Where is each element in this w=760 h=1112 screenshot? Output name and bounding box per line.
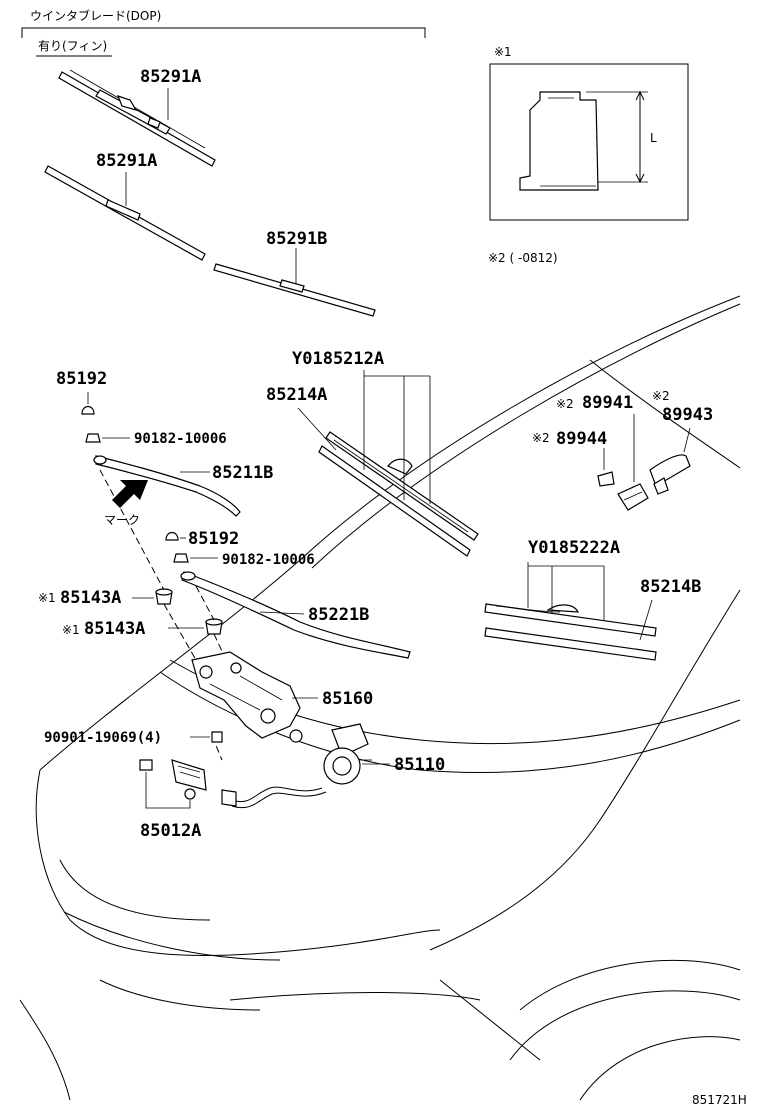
holder-89941[interactable] — [617, 483, 649, 511]
part-label-85214b: 85214B — [640, 577, 701, 597]
wiper-motor-85110[interactable] — [323, 723, 372, 785]
note1-mark: ※1 — [494, 45, 512, 59]
note-mark-85143a-2: ※1 — [62, 623, 80, 637]
wiper-blade-y0185212a[interactable] — [318, 431, 479, 557]
wire-harness — [221, 786, 327, 808]
vehicle-body-outline — [19, 295, 741, 1101]
clip-89944[interactable] — [597, 471, 615, 487]
wiper-arm-85221b[interactable] — [180, 571, 411, 659]
part-label-85291b: 85291B — [266, 229, 327, 249]
note-mark-89944: ※2 — [532, 431, 550, 445]
mark-label: マーク — [104, 513, 140, 527]
part-label-89944: 89944 — [556, 429, 607, 449]
note-mark-85143a-1: ※1 — [38, 591, 56, 605]
note-mark-89941: ※2 — [556, 397, 574, 411]
part-label-89943: 89943 — [662, 405, 713, 425]
part-label-85291a-top: 85291A — [140, 67, 201, 87]
dimension-label: L — [650, 131, 657, 145]
detail-box-note1: ※1 L — [489, 45, 689, 221]
wiper-blade-85291a-mid[interactable] — [44, 165, 206, 261]
note-mark-89943: ※2 — [652, 389, 670, 403]
nut-90182-top[interactable] — [85, 433, 101, 443]
wiper-linkage-85160[interactable] — [191, 651, 303, 743]
part-label-85221b: 85221B — [308, 605, 369, 625]
group-title: ウインタブレード(DOP) — [30, 8, 161, 23]
part-label-y0185212a: Y0185212A — [292, 349, 384, 369]
connector-85012a[interactable] — [139, 759, 207, 800]
nut-90182-mid[interactable] — [173, 553, 189, 563]
wiper-blade-85291a-top[interactable] — [58, 69, 216, 167]
part-label-85214a: 85214A — [266, 385, 327, 405]
header-bracket: ウインタブレード(DOP) 有り(フィン) — [21, 8, 426, 57]
figure-code: 851721H — [692, 1093, 747, 1107]
bolt-90901[interactable] — [211, 731, 223, 743]
wiper-blade-y0185222a[interactable] — [484, 603, 657, 661]
part-label-90182-mid: 90182-10006 — [222, 552, 315, 568]
part-label-89941: 89941 — [582, 393, 633, 413]
direction-arrow-icon — [112, 480, 148, 508]
part-label-85211b: 85211B — [212, 463, 273, 483]
part-label-85192-mid: 85192 — [188, 529, 239, 549]
part-label-90182-top: 90182-10006 — [134, 431, 227, 447]
part-label-85143a-2: 85143A — [84, 619, 145, 639]
cap-85192-top[interactable] — [81, 405, 95, 415]
part-label-85143a-1: 85143A — [60, 588, 121, 608]
part-label-85012a: 85012A — [140, 821, 201, 841]
part-label-85192-top: 85192 — [56, 369, 107, 389]
part-label-y0185222a: Y0185222A — [528, 538, 620, 558]
part-label-85160: 85160 — [322, 689, 373, 709]
grommet-85143a-2[interactable] — [205, 618, 223, 635]
cap-85192-mid[interactable] — [165, 531, 179, 541]
wiper-arm-85211b[interactable] — [93, 455, 241, 517]
subgroup-title: 有り(フィン) — [38, 39, 107, 53]
wiper-blade-85291b[interactable] — [213, 248, 376, 317]
part-label-90901: 90901-19069(4) — [44, 730, 162, 746]
grommet-85143a-1[interactable] — [155, 588, 173, 605]
nozzle-89943[interactable] — [649, 454, 691, 495]
part-label-85291a-mid: 85291A — [96, 151, 157, 171]
part-label-85110: 85110 — [394, 755, 445, 775]
note2-text: ※2 ( -0812) — [488, 251, 558, 265]
